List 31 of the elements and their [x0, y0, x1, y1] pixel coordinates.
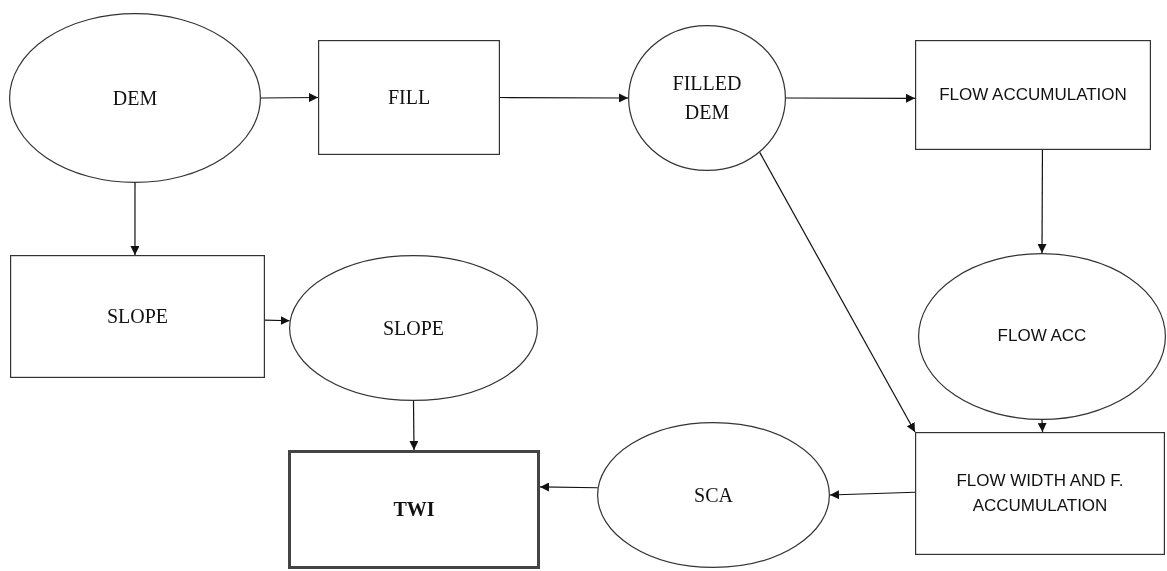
data-ellipse: [289, 255, 538, 401]
arrow: [759, 151, 916, 433]
arrow: [130, 182, 140, 256]
arrow: [409, 400, 419, 451]
node-label: DEM: [112, 85, 158, 111]
node-label: TWI: [393, 497, 435, 522]
arrow: [499, 93, 629, 103]
arrow: [829, 490, 916, 500]
arrow: [1037, 149, 1047, 254]
process-box: [10, 255, 265, 378]
node-label: SLOPE: [106, 304, 169, 329]
arrow: [539, 482, 599, 492]
node-label: FLOW ACC: [997, 325, 1087, 348]
arrow: [1037, 419, 1047, 433]
data-ellipse: [9, 13, 261, 183]
arrow: [785, 93, 916, 103]
node-label: SCA: [694, 482, 733, 508]
process-box: [915, 432, 1165, 555]
arrow: [260, 93, 319, 103]
node-label: FILL: [387, 85, 431, 110]
node-label: FLOW WIDTH AND F. ACCUMULATION: [955, 469, 1125, 517]
node-label: SLOPE: [382, 315, 445, 341]
data-ellipse: [597, 422, 830, 568]
arrow: [264, 316, 291, 326]
data-ellipse: [918, 253, 1166, 420]
data-ellipse: [628, 25, 786, 171]
node-label: FILLED DEM: [671, 71, 743, 125]
process-box: [318, 40, 500, 155]
node-label: FLOW ACCUMULATION: [939, 83, 1127, 106]
process-box: [288, 450, 540, 569]
process-box: [915, 40, 1151, 150]
